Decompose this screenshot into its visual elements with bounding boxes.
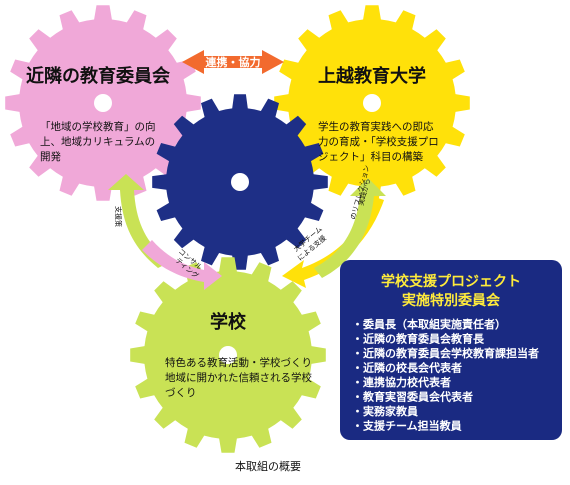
- center-gear-hole: [231, 173, 249, 191]
- committee-member-item: ・近隣の教育委員会学校教育課担当者: [352, 346, 539, 360]
- reflection-arrow: [314, 178, 386, 278]
- committee-panel-title-line1: 学校支援プロジェクト: [381, 273, 521, 290]
- committee-member-item: ・近隣の教育委員会教育長: [352, 332, 485, 346]
- committee-member-item: ・実務家教員: [352, 404, 418, 418]
- support-measures-arrow: [108, 174, 170, 268]
- consulting-arrow: [142, 240, 222, 290]
- school-desc-line1: 特色ある教育活動・学校づくり: [165, 356, 312, 369]
- university-title: 上越教育大学: [318, 65, 426, 87]
- school-gear-hole: [219, 346, 237, 364]
- school-desc-line3: づくり: [165, 387, 197, 399]
- school-title: 学校: [210, 311, 247, 333]
- school-desc-line2: 地域に開かれた信頼される学校: [165, 371, 312, 384]
- university-desc-line3: ジェクト」科目の構築: [318, 150, 423, 163]
- committee-member-item: ・近隣の校長会代表者: [352, 361, 462, 375]
- neighbor-board-desc-line2: 上、地域カリキュラムの: [40, 135, 155, 148]
- committee-member-item: ・教育実習委員会代表者: [352, 390, 473, 404]
- support-measures-label: 支援策: [114, 206, 123, 227]
- cooperation-arrow: [182, 50, 284, 74]
- committee-panel-title-line2: 実施特別委員会: [402, 292, 501, 309]
- neighbor-board-desc-line3: 開発: [40, 150, 61, 163]
- neighbor-board-gear-hole: [94, 94, 112, 112]
- committee-member-item: ・連携協力校代表者: [352, 375, 451, 389]
- committee-member-item: ・委員長（本取組実施責任者）: [352, 317, 506, 331]
- neighbor-board-title: 近隣の教育委員会: [26, 65, 170, 87]
- committee-panel: [340, 260, 562, 440]
- university-gear-hole: [363, 94, 381, 112]
- neighbor-board-desc-line1: 「地域の学校教育」の向: [40, 120, 156, 133]
- university-desc-line2: 力の育成・「学校支援プロ: [318, 135, 439, 148]
- figure-caption: 本取組の概要: [235, 459, 301, 473]
- committee-member-item: ・支援チーム担当教員: [352, 419, 462, 433]
- cooperation-arrow-label: 連携・協力: [206, 55, 261, 69]
- university-desc-line1: 学生の教育実践への即応: [318, 120, 434, 133]
- university-team-arrow: [282, 196, 384, 288]
- committee-member-list: ・委員長（本取組実施責任者）・近隣の教育委員会教育長・近隣の教育委員会学校教育課…: [352, 317, 539, 433]
